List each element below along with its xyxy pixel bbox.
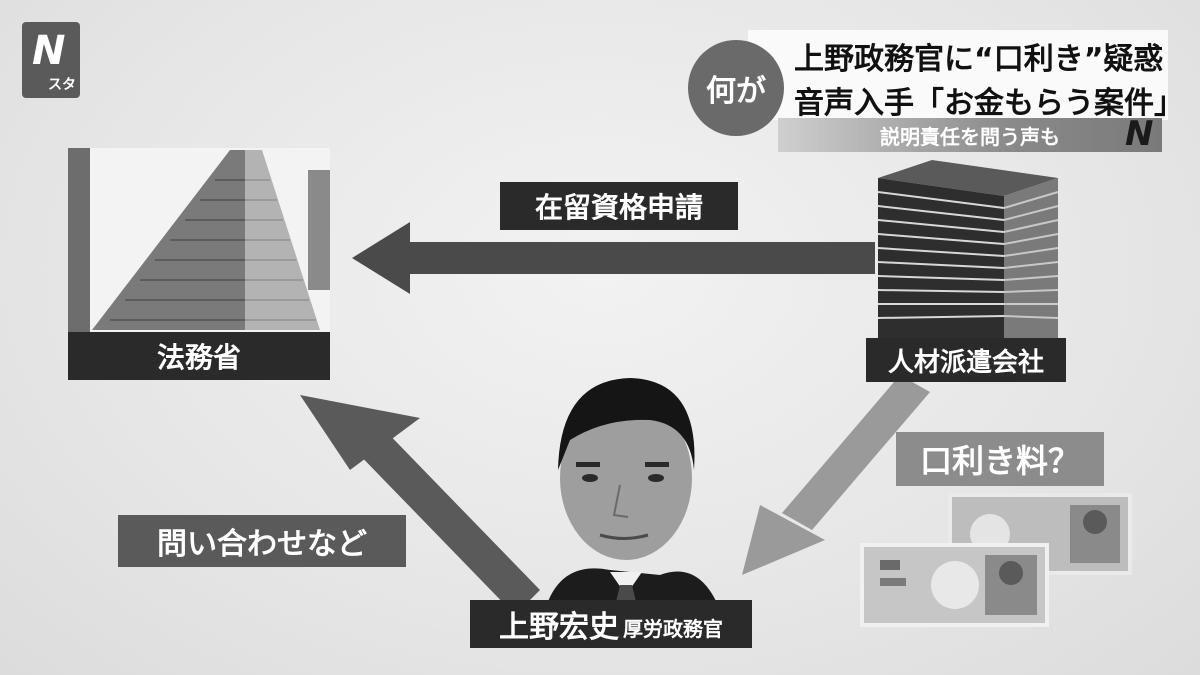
agency-building-illustration <box>877 160 1059 338</box>
arrow-fee <box>742 375 930 575</box>
headline-question-circle: 何が <box>688 40 784 136</box>
person-name: 上野宏史 <box>499 610 619 645</box>
arrow-visa-application <box>352 222 875 294</box>
arrow-inquiry <box>300 395 540 615</box>
person-title: 厚労政務官 <box>623 616 723 641</box>
logo-letter: N <box>32 28 66 74</box>
headline-subbar: 説明責任を問う声も <box>778 118 1162 152</box>
headline-sub: 説明責任を問う声も <box>880 124 1060 149</box>
headline-line-2: 音声入手「お金もらう案件」 <box>794 86 1184 121</box>
edge-visa-application-label: 在留資格申請 <box>500 182 738 230</box>
edge-inquiry-label: 問い合わせなど <box>118 515 406 567</box>
banknotes-illustration <box>860 493 1132 627</box>
node-ministry-label: 法務省 <box>68 332 330 380</box>
node-person-label: 上野宏史 厚労政務官 <box>470 600 752 648</box>
corner-logo: N <box>1125 114 1154 154</box>
ministry-building-illustration <box>68 148 330 333</box>
node-agency-label: 人材派遣会社 <box>866 338 1066 382</box>
headline-line-1: 上野政務官に“口利き”疑惑 <box>794 42 1164 77</box>
person-portrait <box>545 378 720 610</box>
channel-logo: N スタ <box>22 22 80 98</box>
logo-sub: スタ <box>48 77 76 93</box>
edge-fee-label: 口利き料？ <box>896 432 1104 486</box>
headline-box <box>748 30 1168 120</box>
